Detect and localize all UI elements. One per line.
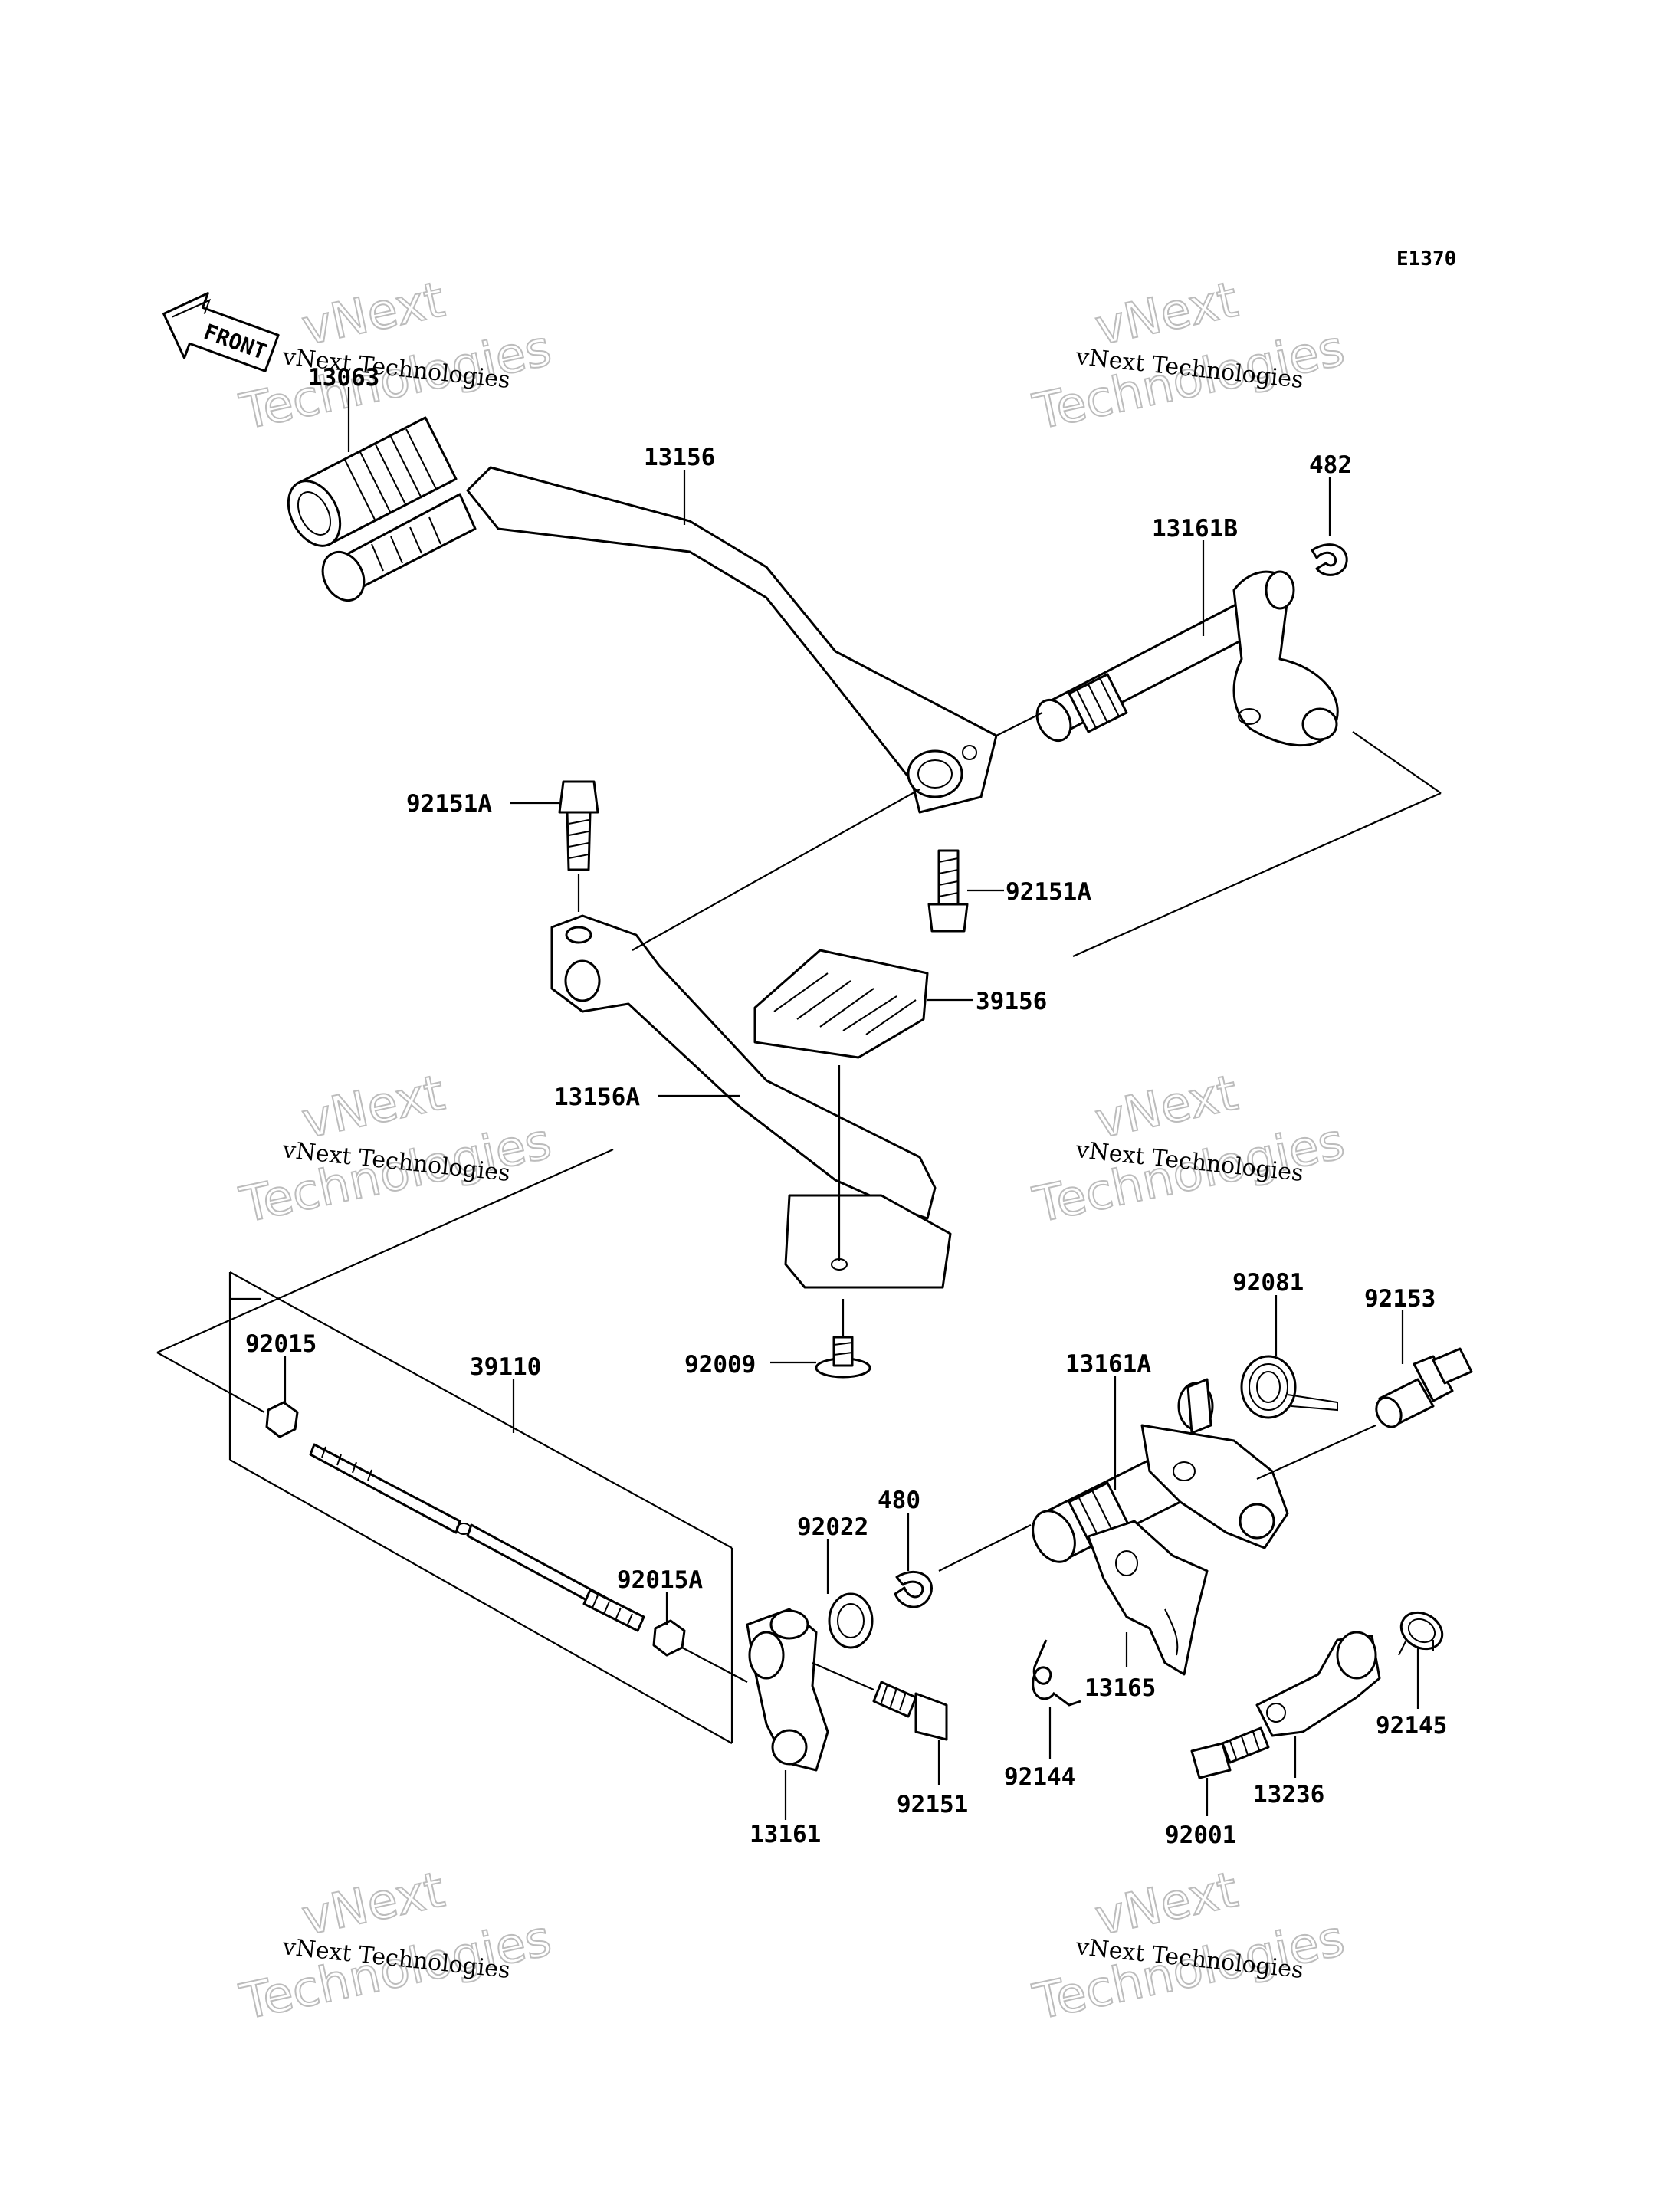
- part-label-13236: 13236: [1253, 1781, 1324, 1808]
- circlip-482: [1311, 543, 1348, 576]
- part-label-92015: 92015: [245, 1330, 317, 1358]
- part-label-13165: 13165: [1084, 1674, 1156, 1702]
- part-label-92151a-upper: 92151A: [406, 790, 492, 818]
- shift-shaft-13161b: [1035, 570, 1339, 746]
- part-label-92145: 92145: [1376, 1712, 1447, 1740]
- bolt-92151a-lower: [927, 849, 969, 933]
- part-label-92022: 92022: [797, 1513, 868, 1541]
- watermark-top-left: vNext Technologies vNext Technologies: [235, 271, 557, 441]
- bolt-92001: [1190, 1726, 1270, 1779]
- watermark-top-right: vNext Technologies vNext Technologies: [1028, 271, 1350, 441]
- svg-text:vNext: vNext: [1091, 271, 1242, 356]
- part-label-92151a-lower: 92151A: [1006, 878, 1091, 906]
- watermark-bottom-left: vNext Technologies vNext Technologies: [235, 1861, 557, 2031]
- nut-92015a: [652, 1619, 686, 1657]
- part-labels: 13063 13156 482 13161B 92151A 92151A 391…: [245, 364, 1447, 1849]
- part-label-92009: 92009: [684, 1351, 756, 1379]
- spring-92144: [1032, 1639, 1081, 1707]
- watermark-mid-right: vNext Technologies vNext Technologies: [1028, 1064, 1350, 1235]
- front-arrow-icon: FRONT: [162, 292, 280, 372]
- washer-92022: [828, 1592, 874, 1649]
- pedal-pad-39156: [753, 949, 929, 1059]
- part-label-13161: 13161: [750, 1821, 821, 1848]
- part-label-13156a: 13156A: [554, 1084, 640, 1111]
- watermark-mid-left: vNext Technologies vNext Technologies: [235, 1064, 557, 1235]
- svg-text:vNext: vNext: [1091, 1861, 1242, 1946]
- part-label-480: 480: [878, 1487, 920, 1514]
- part-label-13063: 13063: [308, 364, 379, 392]
- part-label-92015a: 92015A: [617, 1566, 703, 1594]
- bolt-92151: [872, 1681, 948, 1741]
- watermark-bottom-right: vNext Technologies vNext Technologies: [1028, 1861, 1350, 2031]
- part-label-13161b: 13161B: [1152, 515, 1238, 543]
- diagram-ref-code: E1370: [1396, 248, 1456, 271]
- tie-rod-39110: [309, 1443, 645, 1632]
- lever-13236: [1255, 1631, 1381, 1737]
- part-label-92081: 92081: [1232, 1269, 1304, 1297]
- footpeg-rubber-13063: [287, 416, 458, 547]
- plate-13165: [1087, 1520, 1209, 1676]
- part-label-482: 482: [1309, 451, 1352, 479]
- svg-text:vNext: vNext: [1091, 1064, 1242, 1149]
- screw-92009: [815, 1336, 871, 1379]
- shift-lever-13161a: [1032, 1378, 1289, 1563]
- part-label-92151: 92151: [897, 1791, 968, 1818]
- part-label-39156: 39156: [976, 988, 1047, 1015]
- shift-arm-13161: [746, 1608, 829, 1772]
- part-label-39110: 39110: [470, 1353, 541, 1381]
- part-label-92144: 92144: [1004, 1763, 1075, 1791]
- spring-92081: [1240, 1355, 1338, 1419]
- shift-pedal-13156: [321, 466, 998, 814]
- part-label-13161a: 13161A: [1065, 1350, 1151, 1378]
- stud-bolt-92153: [1375, 1347, 1473, 1428]
- svg-text:vNext: vNext: [297, 1064, 449, 1149]
- circlip-480: [894, 1571, 933, 1608]
- nut-92015: [265, 1401, 299, 1438]
- part-label-92153: 92153: [1364, 1285, 1436, 1313]
- spring-92145: [1398, 1611, 1444, 1656]
- svg-text:vNext: vNext: [297, 1861, 449, 1946]
- leader-lines: [156, 387, 1442, 1820]
- part-label-92001: 92001: [1165, 1822, 1236, 1849]
- svg-text:vNext: vNext: [297, 271, 449, 356]
- part-label-13156: 13156: [644, 444, 715, 471]
- bolt-92151a-upper: [558, 780, 599, 871]
